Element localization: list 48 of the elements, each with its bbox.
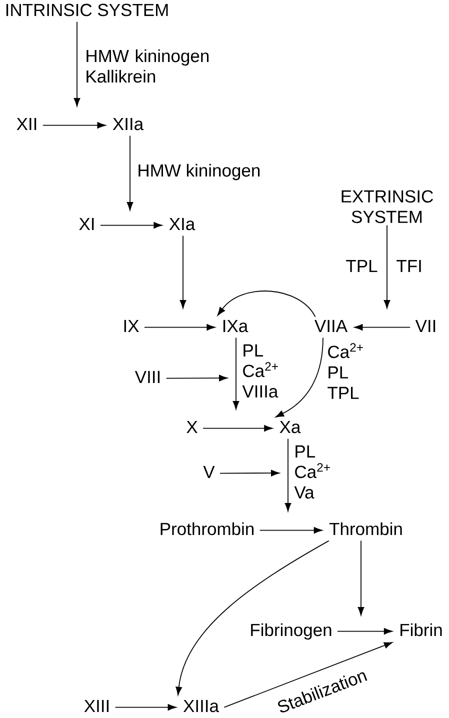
arrow: [384, 224, 390, 308]
arrow: [42, 122, 106, 128]
arrow-label: TFI: [396, 260, 421, 272]
arrow: [166, 374, 228, 382]
edge-label: HMW kininogen Kallikrein: [84, 48, 216, 84]
factor-label: XIII: [84, 700, 109, 712]
curved-arrow: [176, 540, 330, 696]
factor-label: V: [203, 466, 215, 478]
factor-label: IXa: [223, 320, 248, 332]
factor-label: XIIIa: [183, 700, 219, 712]
arrow: [284, 438, 292, 512]
factor-label: Fibrin: [400, 623, 442, 636]
factor-label: Fibrinogen: [251, 623, 332, 640]
arrow: [144, 324, 216, 330]
arrow: [358, 540, 364, 616]
factor-label: Xa: [280, 420, 301, 434]
arrow: [224, 642, 393, 708]
curved-arrow: [275, 337, 324, 418]
arrow: [114, 704, 176, 710]
curved-arrow: [217, 290, 316, 318]
system-heading: INTRINSIC SYSTEM: [6, 4, 168, 16]
factor-label: XII: [16, 118, 36, 130]
factor-label: XIIa: [112, 118, 144, 130]
arrow: [202, 425, 273, 432]
factor-label: VII: [415, 320, 436, 332]
edge-label: HMW kininogen: [136, 162, 262, 182]
arrow: [126, 135, 134, 210]
arrow: [354, 324, 411, 330]
factor-label: Prothrombin: [160, 522, 254, 536]
factor-label: VIIA: [314, 320, 348, 332]
arrow: [259, 527, 322, 534]
arrow: [232, 337, 240, 410]
arrow: [74, 21, 80, 106]
factor-label: VIII: [134, 370, 160, 383]
factor-label: XI: [79, 218, 94, 230]
edge-label: Ca$^{2+}$ PL TPL: [326, 342, 370, 400]
arrow: [100, 222, 162, 228]
system-heading: EXTRINSIC SYSTEM: [342, 190, 433, 224]
arrow: [220, 470, 280, 476]
edge-label: PL Ca$^{2+}$ VIIIa: [241, 343, 286, 399]
arrow: [180, 235, 186, 308]
edge-label: PL Ca$^{2+}$ Va: [293, 444, 338, 500]
factor-label: IX: [124, 320, 139, 332]
factor-label: X: [186, 420, 198, 433]
factor-label: XIa: [169, 218, 196, 230]
factor-label: Thrombin: [329, 522, 402, 536]
arrow: [337, 628, 392, 634]
edge-label: TPL: [344, 259, 379, 274]
